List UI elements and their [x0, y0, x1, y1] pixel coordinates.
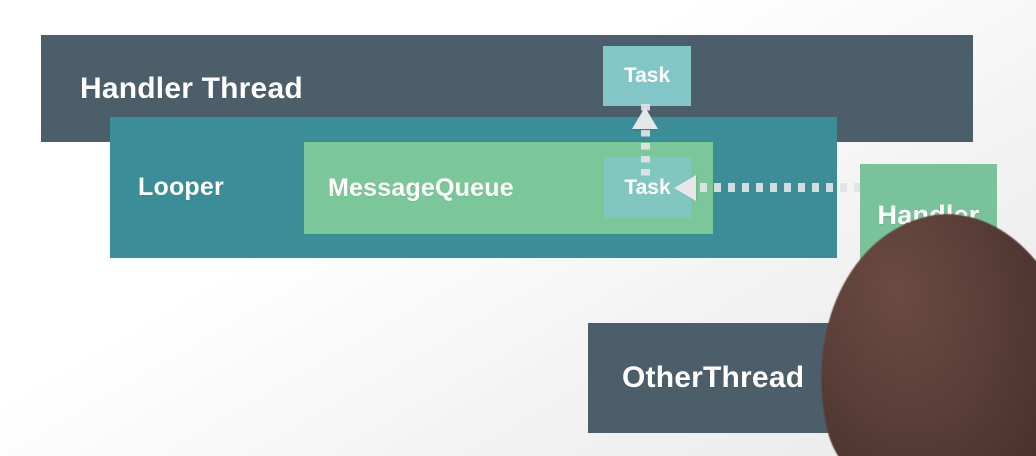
other-thread-label: OtherThread	[622, 361, 805, 394]
task-label: Task	[624, 175, 671, 199]
task-box-handler-thread: Task	[603, 46, 691, 106]
arrow-head-left-icon	[674, 175, 696, 201]
dotted-arrow-queue-to-thread	[641, 104, 650, 176]
message-queue-label: MessageQueue	[328, 173, 514, 202]
handler-thread-label: Handler Thread	[80, 71, 303, 105]
arrow-head-up-icon	[632, 107, 658, 129]
dotted-arrow-handler-to-queue	[700, 183, 860, 192]
looper-label: Looper	[138, 173, 224, 201]
task-label: Task	[623, 64, 671, 87]
